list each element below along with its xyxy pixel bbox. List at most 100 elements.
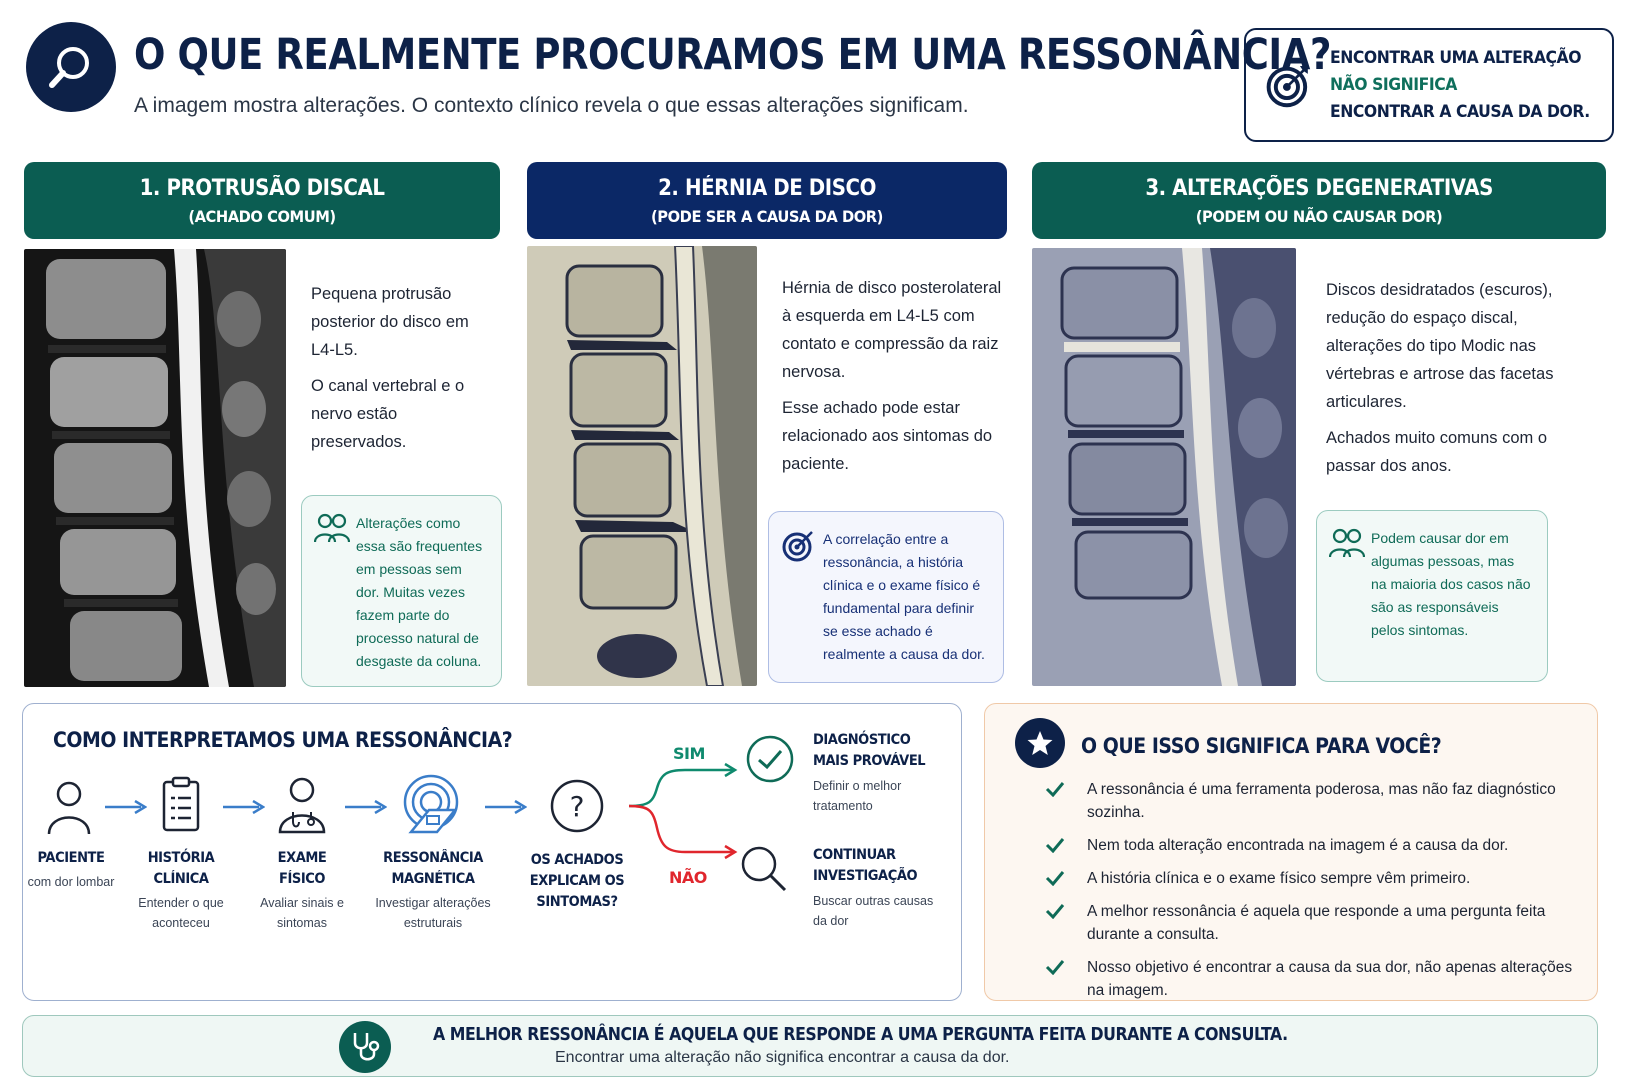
card-1-header: 1. PROTRUSÃO DISCAL (ACHADO COMUM): [24, 162, 500, 239]
card-3-note: Podem causar dor em algumas pessoas, mas…: [1316, 510, 1548, 682]
mri-scanner-icon: [403, 774, 459, 834]
person-icon: [47, 781, 91, 835]
card-3-subtitle: (PODEM OU NÃO CAUSAR DOR): [1195, 207, 1443, 226]
header-callout: ENCONTRAR UMA ALTERAÇÃO NÃO SIGNIFICA EN…: [1244, 28, 1614, 142]
mri-image-herniation: [527, 246, 757, 686]
outcome-diagnostico-label-2: MAIS PROVÁVEL: [813, 753, 926, 769]
flow-step-achados-label-2: EXPLICAM OS: [529, 873, 625, 889]
outcome-investigacao: CONTINUAR INVESTIGAÇÃO Buscar outras cau…: [813, 845, 943, 931]
card-3-note-text: Podem causar dor em algumas pessoas, mas…: [1371, 530, 1531, 638]
outcome-diagnostico: DIAGNÓSTICO MAIS PROVÁVEL Definir o melh…: [813, 730, 938, 816]
card-1-description: Pequena protrusão posterior do disco em …: [311, 280, 491, 464]
flow-step-achados: OS ACHADOS EXPLICAM OS SINTOMAS?: [513, 850, 641, 913]
checkmark-icon: [1045, 904, 1065, 919]
meaning-item-text: A história clínica e o exame físico semp…: [1087, 870, 1471, 887]
flow-step-paciente-sub: com dor lombar: [27, 875, 115, 889]
flow-title: COMO INTERPRETAMOS UMA RESSONÂNCIA?: [53, 728, 513, 752]
meaning-item-text: A melhor ressonância é aquela que respon…: [1087, 903, 1546, 943]
mri-image-protrusion: [24, 249, 286, 687]
clipboard-icon: [162, 776, 200, 832]
meaning-item: Nosso objetivo é encontrar a causa da su…: [1045, 956, 1585, 1002]
mri-image-degenerative: [1032, 248, 1296, 686]
flow-step-ressonancia: RESSONÂNCIA MAGNÉTICA Investigar alteraç…: [365, 848, 501, 933]
arrow-right-icon: [345, 800, 387, 814]
meaning-item: A história clínica e o exame físico semp…: [1045, 867, 1585, 890]
decision-branch: [629, 762, 738, 860]
outcome-investigacao-label-2: INVESTIGAÇÃO: [813, 868, 918, 884]
card-1-desc-1: Pequena protrusão posterior do disco em …: [311, 285, 469, 359]
branch-yes-label: SIM: [673, 744, 705, 763]
checkmark-icon: [1045, 871, 1065, 886]
meaning-item: A ressonância é uma ferramenta poderosa,…: [1045, 778, 1585, 824]
flow-step-historia-label-1: HISTÓRIA: [147, 850, 215, 866]
check-circle-icon: [746, 735, 794, 783]
arrow-right-icon: [485, 800, 527, 814]
flow-step-historia-label-2: CLÍNICA: [153, 871, 209, 887]
target-icon: [1266, 66, 1308, 108]
search-logo-icon: [26, 22, 116, 112]
card-2-subtitle: (PODE SER A CAUSA DA DOR): [651, 207, 883, 226]
meaning-item-text: Nosso objetivo é encontrar a causa da su…: [1087, 959, 1573, 999]
card-2-description: Hérnia de disco posterolateral à esquerd…: [782, 274, 1002, 486]
card-3-header: 3. ALTERAÇÕES DEGENERATIVAS (PODEM OU NÃ…: [1032, 162, 1606, 239]
question-icon: ?: [550, 779, 604, 833]
flow-step-ressonancia-label-2: MAGNÉTICA: [391, 871, 475, 887]
checkmark-icon: [1045, 838, 1065, 853]
flow-step-exame-label-1: EXAME: [277, 850, 327, 866]
arrow-right-icon: [105, 800, 147, 814]
flow-step-achados-label-1: OS ACHADOS: [530, 852, 624, 868]
star-icon: [1015, 718, 1065, 768]
stethoscope-icon: [339, 1021, 391, 1073]
outcome-investigacao-label-1: CONTINUAR: [813, 847, 896, 863]
flow-step-exame-label-2: FÍSICO: [278, 871, 325, 887]
people-icon: [1329, 528, 1365, 558]
card-1-note: Alterações como essa são frequentes em p…: [301, 495, 502, 687]
svg-text:?: ?: [570, 790, 585, 823]
flow-step-exame: EXAME FÍSICO Avaliar sinais e sintomas: [243, 848, 361, 933]
meaning-item-text: A ressonância é uma ferramenta poderosa,…: [1087, 781, 1556, 821]
page-title: O QUE REALMENTE PROCURAMOS EM UMA RESSON…: [134, 30, 1331, 80]
people-icon: [314, 513, 350, 543]
checkmark-icon: [1045, 960, 1065, 975]
outcome-diagnostico-sub: Definir o melhor tratamento: [813, 779, 902, 813]
flow-step-historia-sub: Entender o que aconteceu: [138, 896, 224, 930]
meaning-panel: O QUE ISSO SIGNIFICA PARA VOCÊ? A resson…: [984, 703, 1598, 1001]
meaning-item: A melhor ressonância é aquela que respon…: [1045, 900, 1585, 946]
card-3-desc-1: Discos desidratados (escuros), redução d…: [1326, 281, 1554, 411]
meaning-item-text: Nem toda alteração encontrada na imagem …: [1087, 837, 1509, 854]
card-1-title: 1. PROTRUSÃO DISCAL: [139, 176, 385, 201]
card-2-desc-1: Hérnia de disco posterolateral à esquerd…: [782, 279, 1002, 381]
interpretation-flow: COMO INTERPRETAMOS UMA RESSONÂNCIA? PACI…: [22, 703, 962, 1001]
card-3-description: Discos desidratados (escuros), redução d…: [1326, 276, 1596, 488]
flow-step-historia: HISTÓRIA CLÍNICA Entender o que acontece…: [129, 848, 233, 933]
callout-line-1: ENCONTRAR UMA ALTERAÇÃO: [1329, 47, 1582, 68]
card-3-desc-2: Achados muito comuns com o passar dos an…: [1326, 429, 1548, 475]
footer-main-text: A MELHOR RESSONÂNCIA É AQUELA QUE RESPON…: [433, 1025, 1288, 1045]
card-2-header: 2. HÉRNIA DE DISCO (PODE SER A CAUSA DA …: [527, 162, 1007, 239]
flow-step-ressonancia-sub: Investigar alterações estruturais: [375, 896, 491, 930]
card-2-note-text: A correlação entre a ressonância, a hist…: [823, 531, 985, 662]
card-1-note-text: Alterações como essa são frequentes em p…: [356, 515, 483, 669]
flow-step-exame-sub: Avaliar sinais e sintomas: [260, 896, 344, 930]
card-1-subtitle: (ACHADO COMUM): [188, 207, 336, 226]
callout-line-2: NÃO SIGNIFICA: [1329, 74, 1457, 95]
meaning-item: Nem toda alteração encontrada na imagem …: [1045, 834, 1585, 857]
footer-sub-text: Encontrar uma alteração não significa en…: [555, 1049, 1010, 1066]
meaning-list: A ressonância é uma ferramenta poderosa,…: [1045, 778, 1585, 1012]
card-2-note: A correlação entre a ressonância, a hist…: [768, 511, 1004, 683]
card-2-desc-2: Esse achado pode estar relacionado aos s…: [782, 399, 993, 473]
flow-step-achados-label-3: SINTOMAS?: [536, 894, 618, 910]
flow-step-paciente-label: PACIENTE: [37, 850, 105, 866]
magnifier-icon: [741, 846, 787, 892]
card-2-title: 2. HÉRNIA DE DISCO: [658, 176, 876, 201]
flow-step-paciente: PACIENTE com dor lombar: [23, 848, 119, 892]
arrow-right-icon: [223, 800, 265, 814]
flow-step-ressonancia-label-1: RESSONÂNCIA: [383, 850, 483, 866]
outcome-diagnostico-label-1: DIAGNÓSTICO: [813, 732, 911, 748]
card-3-title: 3. ALTERAÇÕES DEGENERATIVAS: [1145, 176, 1493, 201]
outcome-investigacao-sub: Buscar outras causas da dor: [813, 894, 934, 928]
doctor-icon: [278, 777, 326, 834]
callout-line-3: ENCONTRAR A CAUSA DA DOR.: [1329, 101, 1590, 122]
card-1-desc-2: O canal vertebral e o nervo estão preser…: [311, 377, 465, 451]
footer-banner: A MELHOR RESSONÂNCIA É AQUELA QUE RESPON…: [22, 1015, 1598, 1077]
